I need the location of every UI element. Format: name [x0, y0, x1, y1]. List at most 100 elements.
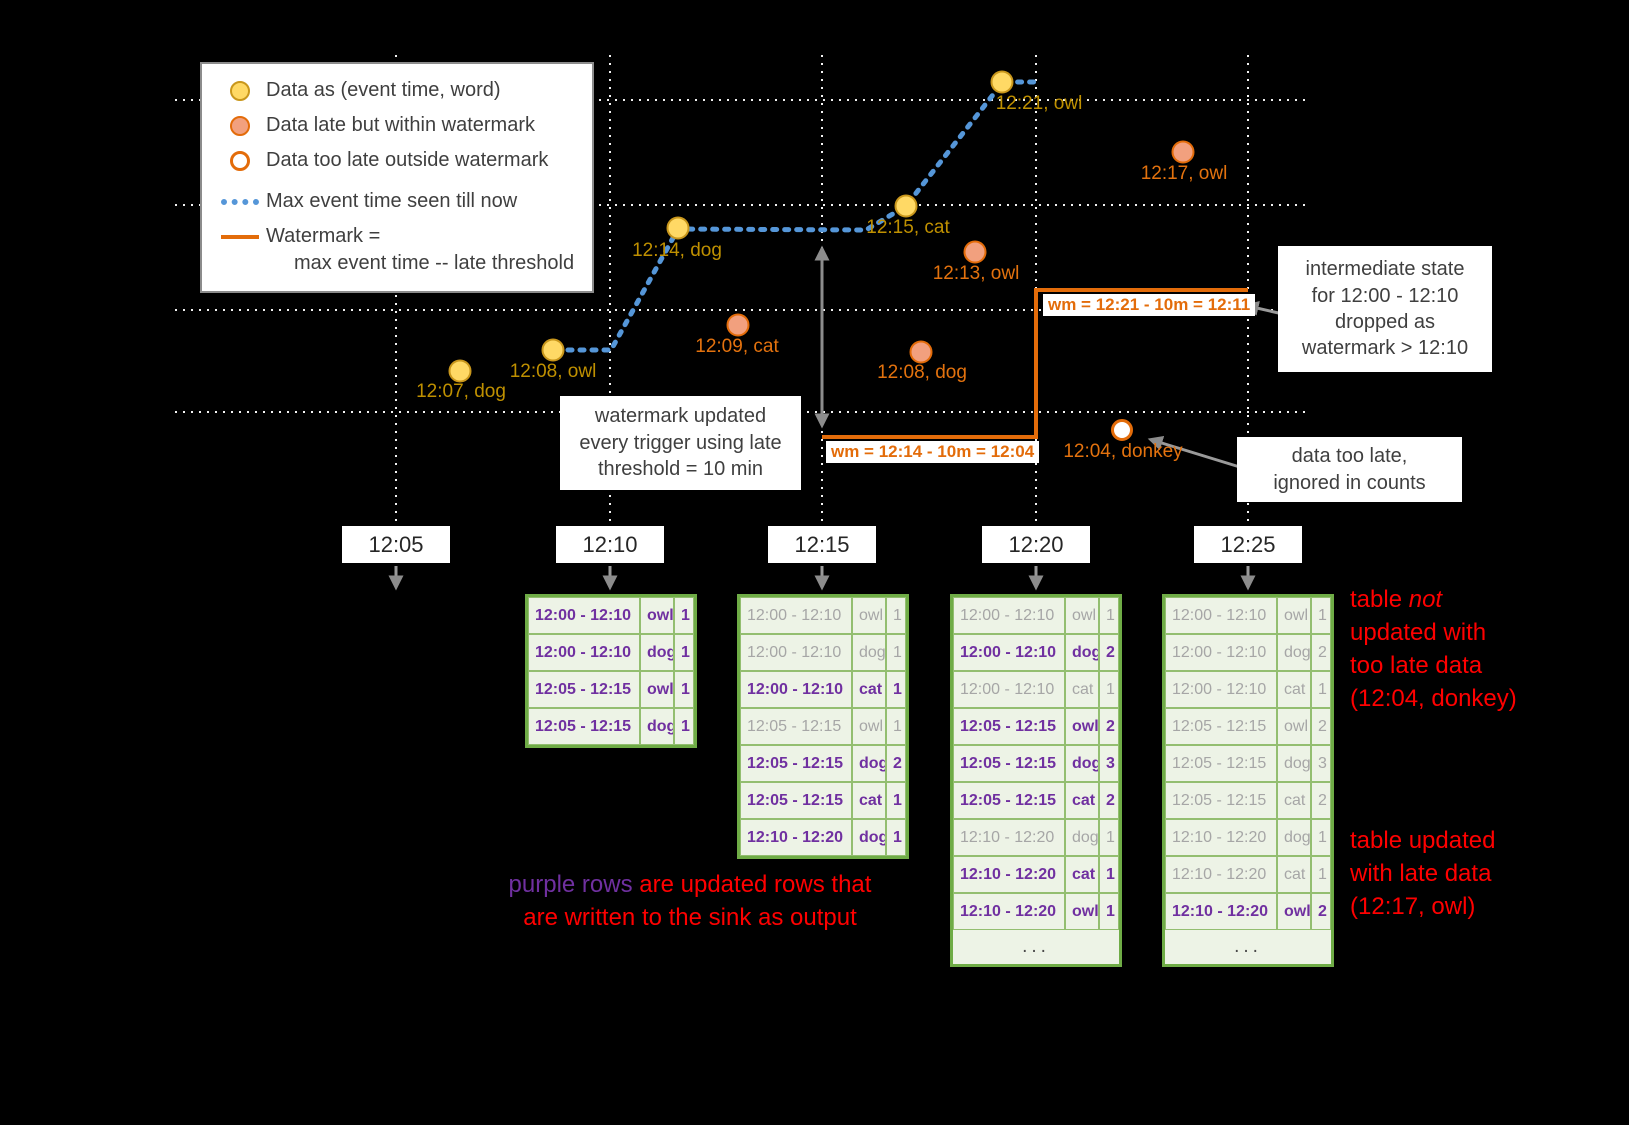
window-cell: 12:10 - 12:20: [740, 819, 852, 856]
data-point-label: 12:04, donkey: [1063, 441, 1183, 462]
result-table-row: 12:00 - 12:10 dog 1: [528, 634, 694, 671]
window-cell: 12:00 - 12:10: [953, 671, 1065, 708]
window-cell: 12:05 - 12:15: [1165, 708, 1277, 745]
window-cell: 12:05 - 12:15: [953, 708, 1065, 745]
word-cell: owl: [1065, 893, 1099, 930]
on-time-point-icon: [230, 80, 250, 101]
result-table-row: 12:10 - 12:20 owl 1: [953, 893, 1119, 930]
count-cell: 1: [886, 671, 906, 708]
count-cell: 1: [674, 708, 694, 745]
trigger-time-label: 12:25: [1194, 526, 1302, 563]
result-table-row: 12:10 - 12:20 cat 1: [1165, 856, 1331, 893]
callout-line: intermediate state: [1305, 258, 1465, 281]
result-table-row: 12:10 - 12:20 cat 1: [953, 856, 1119, 893]
data-point-label: 12:17, owl: [1140, 163, 1228, 184]
word-cell: cat: [1065, 671, 1099, 708]
intermediate-state-callout: intermediate state for 12:00 - 12:10 dro…: [1278, 246, 1492, 372]
result-table-row: 12:05 - 12:15 dog 2: [740, 745, 906, 782]
result-table-row: 12:05 - 12:15 owl 2: [953, 708, 1119, 745]
count-cell: 1: [1099, 856, 1119, 893]
data-point-dot: [894, 194, 918, 218]
count-cell: 1: [886, 597, 906, 634]
too-late-callout-arrow: [1147, 435, 1244, 470]
legend-item-label: Max event time seen till now: [266, 190, 518, 212]
word-cell: dog: [1065, 634, 1099, 671]
result-table-row: 12:10 - 12:20 dog 1: [1165, 819, 1331, 856]
legend-item-watermark-definition: max event time -- late threshold: [294, 252, 592, 275]
result-table-row: 12:05 - 12:15 owl 1: [528, 671, 694, 708]
window-cell: 12:00 - 12:10: [1165, 597, 1277, 634]
purple-rows-rest: are updated rows that: [632, 871, 872, 898]
count-cell: 1: [674, 597, 694, 634]
data-point-dot: [963, 240, 987, 264]
table-ellipsis: ...: [1234, 936, 1262, 957]
word-cell: owl: [640, 671, 674, 708]
trigger-time-label: 12:15: [768, 526, 876, 563]
count-cell: 2: [1099, 634, 1119, 671]
result-table-row: 12:00 - 12:10 dog 1: [740, 634, 906, 671]
max-event-time-line-icon: [221, 198, 259, 205]
window-cell: 12:05 - 12:15: [528, 708, 640, 745]
count-cell: 2: [1311, 708, 1331, 745]
count-cell: 2: [886, 745, 906, 782]
watermark-update-callout: watermark updated every trigger using la…: [560, 396, 801, 490]
result-table-row: 12:05 - 12:15 owl 1: [740, 708, 906, 745]
count-cell: 1: [886, 708, 906, 745]
result-table-row: 12:05 - 12:15 dog 3: [1165, 745, 1331, 782]
count-cell: 1: [1311, 597, 1331, 634]
late-updated-line: table updated: [1350, 827, 1496, 854]
callout-line: watermark > 12:10: [1301, 337, 1469, 360]
not-updated-line: (12:04, donkey): [1350, 685, 1517, 712]
result-table-row: 12:05 - 12:15 dog 3: [953, 745, 1119, 782]
trigger-time-label: 12:10: [556, 526, 664, 563]
data-point-dot: [1111, 419, 1133, 441]
result-table-row: 12:10 - 12:20 dog 1: [740, 819, 906, 856]
callout-line: ignored in counts: [1273, 471, 1426, 494]
result-table: 12:00 - 12:10 owl 1 12:00 - 12:10 dog 1 …: [737, 594, 909, 859]
word-cell: owl: [640, 597, 674, 634]
legend-item-label: max event time -- late threshold: [294, 252, 575, 274]
result-table-row: 12:10 - 12:20 owl 2: [1165, 893, 1331, 930]
result-table-rows: 12:00 - 12:10 owl 1 12:00 - 12:10 dog 2 …: [953, 597, 1119, 930]
window-cell: 12:10 - 12:20: [1165, 819, 1277, 856]
word-cell: cat: [1277, 782, 1311, 819]
count-cell: 1: [886, 634, 906, 671]
window-cell: 12:10 - 12:20: [1165, 893, 1277, 930]
legend-item-label: Data late but within watermark: [266, 114, 536, 136]
word-cell: dog: [640, 634, 674, 671]
result-table-rows: 12:00 - 12:10 owl 1 12:00 - 12:10 dog 1 …: [740, 597, 906, 856]
window-cell: 12:00 - 12:10: [740, 634, 852, 671]
window-cell: 12:05 - 12:15: [740, 782, 852, 819]
word-cell: dog: [1065, 745, 1099, 782]
data-point-dot: [666, 216, 690, 240]
word-cell: dog: [1277, 745, 1311, 782]
result-table-row: 12:05 - 12:15 cat 2: [1165, 782, 1331, 819]
not-updated-italic: not: [1408, 586, 1443, 613]
count-cell: 2: [1311, 893, 1331, 930]
data-point-dot: [541, 338, 565, 362]
window-cell: 12:10 - 12:20: [953, 856, 1065, 893]
window-cell: 12:00 - 12:10: [1165, 634, 1277, 671]
data-point-label: 12:13, owl: [932, 263, 1020, 284]
word-cell: dog: [1065, 819, 1099, 856]
window-cell: 12:10 - 12:20: [953, 893, 1065, 930]
result-table-row: 12:05 - 12:15 cat 1: [740, 782, 906, 819]
window-cell: 12:05 - 12:15: [953, 745, 1065, 782]
data-point-label: 12:07, dog: [416, 381, 506, 402]
count-cell: 1: [674, 634, 694, 671]
word-cell: owl: [1277, 597, 1311, 634]
legend-item-on-time: Data as (event time, word): [214, 79, 592, 102]
result-table-rows: 12:00 - 12:10 owl 1 12:00 - 12:10 dog 1 …: [528, 597, 694, 745]
result-table: 12:00 - 12:10 owl 1 12:00 - 12:10 dog 2 …: [1162, 594, 1334, 967]
result-table-row: 12:00 - 12:10 cat 1: [953, 671, 1119, 708]
word-cell: cat: [1277, 856, 1311, 893]
data-point-dot: [726, 313, 750, 337]
legend-item-label: Data as (event time, word): [266, 79, 501, 101]
legend: Data as (event time, word) Data late but…: [200, 62, 594, 293]
not-updated-line: too late data: [1350, 652, 1483, 679]
late-updated-line: with late data: [1350, 860, 1492, 887]
count-cell: 1: [1311, 819, 1331, 856]
callout-line: every trigger using late: [579, 431, 782, 454]
watermark-line: [822, 288, 1248, 439]
